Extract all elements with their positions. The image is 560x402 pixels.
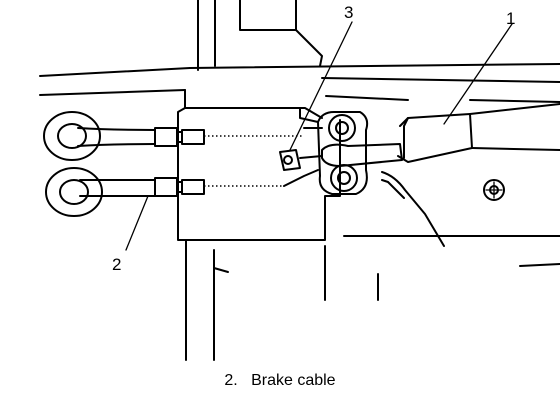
frame-bolt-icon: [483, 179, 505, 201]
callout-3: 3: [344, 3, 353, 22]
upper-bolt-icon: [328, 114, 356, 142]
figure-caption: 2. Brake cable: [224, 372, 336, 389]
vehicle-frame: [39, 0, 560, 361]
lever-rod: [397, 103, 560, 201]
adjuster-nut: [279, 149, 323, 171]
callout-1: 1: [506, 9, 515, 28]
callout-2: 2: [112, 255, 121, 274]
leader-lines: [125, 21, 513, 251]
upper-brake-cable: [43, 111, 323, 161]
upper-grommet-icon: [43, 111, 101, 161]
lower-bolt-icon: [330, 164, 358, 192]
lower-brake-cable: [45, 167, 319, 217]
bracket-plate: [177, 89, 341, 241]
lower-grommet-icon: [45, 167, 103, 217]
equalizer-mechanism: [317, 111, 445, 247]
